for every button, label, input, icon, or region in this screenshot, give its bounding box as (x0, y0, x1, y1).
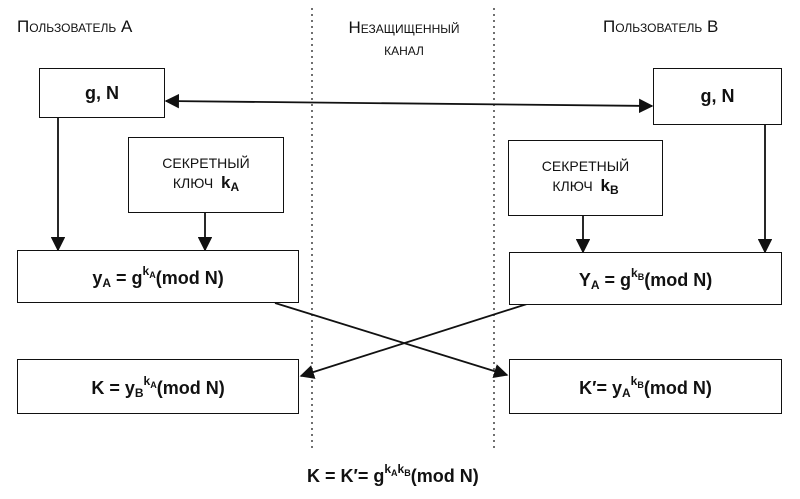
public-value-b-box: YA = gkB(mod N) (509, 252, 782, 305)
public-value-a-box: yA = gkA(mod N) (17, 250, 299, 303)
public-a-to-key-b-arrow (274, 302, 509, 379)
secret-key-b-box: СЕКРЕТНЫЙ КЛЮЧ kB (508, 140, 663, 216)
shared-key-b-box: K′= yAkB(mod N) (509, 359, 782, 414)
public-value-a-formula: yA = gkA(mod N) (92, 263, 224, 290)
params-a-text: g, N (85, 82, 119, 103)
user-a-label: Пользователь A (17, 17, 133, 36)
secret-key-b-line1: СЕКРЕТНЫЙ (541, 158, 630, 174)
params-b-text: g, N (700, 86, 735, 106)
secret-key-a-box: СЕКРЕТНЫЙ КЛЮЧ kA (128, 137, 284, 213)
channel-label-line2: канал (384, 40, 424, 59)
params-a-box: g, N (39, 68, 165, 118)
shared-key-equality: K = K′= gkAkB(mod N) (307, 462, 479, 486)
user-b-label: Пользователь B (603, 17, 719, 36)
public-b-to-key-a-arrow (299, 303, 528, 379)
params-b-box: g, N (653, 68, 782, 125)
shared-key-a-box: K = yBkA(mod N) (17, 359, 299, 414)
public-value-b-formula: YA = gkB(mod N) (578, 265, 713, 292)
channel-label: Незащищенный канал (322, 17, 486, 61)
channel-label-line1: Незащищенный (348, 18, 460, 37)
secret-key-a-line1: СЕКРЕТНЫЙ (162, 155, 250, 171)
params-exchange-arrow (164, 93, 654, 114)
secret-key-a-line2: КЛЮЧ kA (172, 173, 240, 194)
shared-key-a-formula: K = yBkA(mod N) (91, 373, 225, 400)
secret-key-b-line2: КЛЮЧ kB (552, 176, 619, 197)
shared-key-b-formula: K′= yAkB(mod N) (579, 373, 712, 400)
